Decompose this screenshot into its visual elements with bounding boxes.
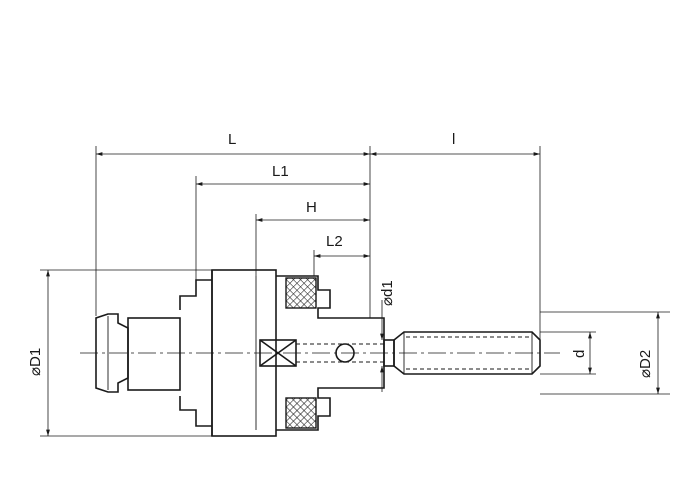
label-L: L bbox=[228, 131, 236, 148]
label-L1: L1 bbox=[272, 163, 289, 180]
hatched-ring-top bbox=[285, 277, 317, 309]
extension-lines bbox=[40, 146, 670, 437]
square-drive-symbol bbox=[259, 339, 297, 367]
label-H: H bbox=[306, 199, 317, 216]
label-d: d bbox=[571, 350, 588, 358]
shank-part bbox=[95, 313, 181, 393]
tap-part bbox=[393, 331, 541, 375]
label-phi-d1: ⌀d1 bbox=[379, 280, 396, 306]
label-phi-D2: ⌀D2 bbox=[637, 350, 654, 378]
label-L2: L2 bbox=[326, 233, 343, 250]
hatched-ring-bottom bbox=[285, 397, 317, 429]
label-phi-D1: ⌀D1 bbox=[27, 348, 44, 376]
label-l: l bbox=[452, 131, 455, 148]
